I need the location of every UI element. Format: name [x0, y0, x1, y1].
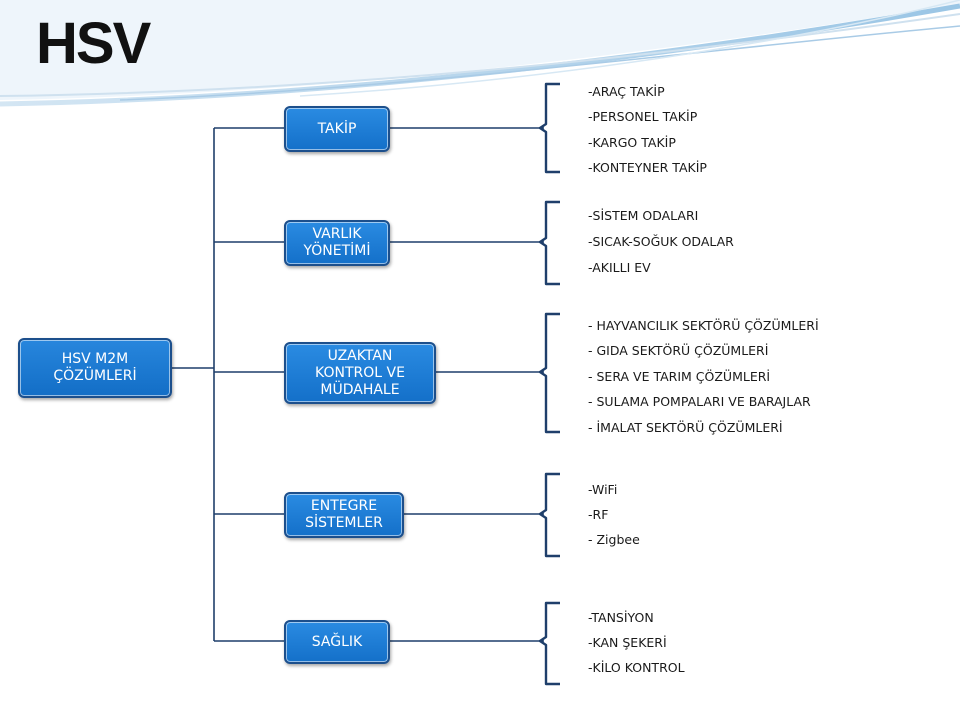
list-item: -AKILLI EV	[588, 260, 651, 275]
list-item: -SICAK-SOĞUK ODALAR	[588, 234, 734, 249]
list-item: -SİSTEM ODALARI	[588, 208, 699, 223]
bracket-4	[538, 472, 560, 558]
bracket-3	[538, 312, 560, 434]
branch-node-uzaktan-kontrol[interactable]: UZAKTAN KONTROL VE MÜDAHALE	[284, 342, 436, 404]
list-item: -KONTEYNER TAKİP	[588, 160, 707, 175]
branch-node-label: UZAKTAN KONTROL VE MÜDAHALE	[315, 347, 405, 398]
branch-node-label: VARLIK YÖNETİMİ	[303, 226, 371, 259]
list-item: -WiFi	[588, 482, 618, 497]
branch-node-entegre-sistemler[interactable]: ENTEGRE SİSTEMLER	[284, 492, 404, 538]
branch-node-takip[interactable]: TAKİP	[284, 106, 390, 152]
list-item: - Zigbee	[588, 532, 640, 547]
bracket-2	[538, 200, 560, 286]
branch-node-label: TAKİP	[317, 120, 357, 137]
list-item: -RF	[588, 507, 609, 522]
list-item: -KİLO KONTROL	[588, 660, 685, 675]
list-item: - SERA VE TARIM ÇÖZÜMLERİ	[588, 369, 771, 384]
list-item: - İMALAT SEKTÖRÜ ÇÖZÜMLERİ	[588, 420, 783, 435]
root-node[interactable]: HSV M2M ÇÖZÜMLERİ	[18, 338, 172, 398]
branch-node-label: ENTEGRE SİSTEMLER	[305, 498, 383, 531]
list-item: - HAYVANCILIK SEKTÖRÜ ÇÖZÜMLERİ	[588, 318, 819, 333]
list-item: -KARGO TAKİP	[588, 135, 676, 150]
header-swoosh-decoration	[0, 0, 960, 107]
root-node-label: HSV M2M ÇÖZÜMLERİ	[53, 351, 137, 384]
list-item: -PERSONEL TAKİP	[588, 109, 698, 124]
branch-node-saglik[interactable]: SAĞLIK	[284, 620, 390, 664]
list-item: -TANSİYON	[588, 610, 654, 625]
list-item: -KAN ŞEKERİ	[588, 635, 667, 650]
branch-node-label: SAĞLIK	[311, 633, 363, 650]
bracket-5	[538, 601, 560, 686]
list-item: - GIDA SEKTÖRÜ ÇÖZÜMLERİ	[588, 343, 769, 358]
hsv-logo: HSV	[36, 11, 151, 76]
branch-node-varlik-yonetimi[interactable]: VARLIK YÖNETİMİ	[284, 220, 390, 266]
list-item: -ARAÇ TAKİP	[588, 84, 665, 99]
list-item: - SULAMA POMPALARI VE BARAJLAR	[588, 394, 811, 409]
